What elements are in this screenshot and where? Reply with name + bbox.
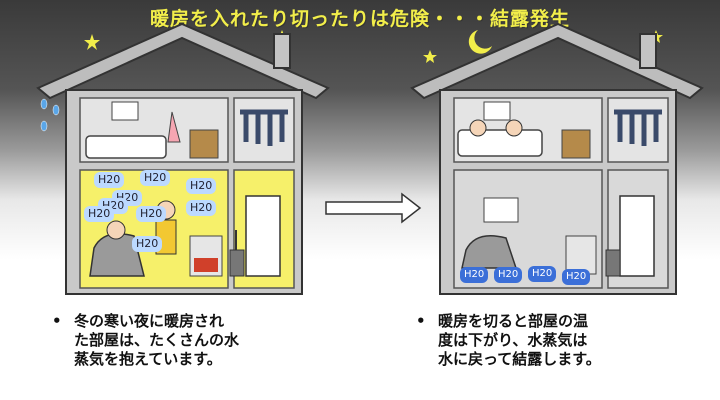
water-vapor-bubble: H20 xyxy=(84,206,115,222)
condensation-bubble: H20 xyxy=(528,266,557,282)
condensation-bubble: H20 xyxy=(494,267,523,283)
caption-line: 冬の寒い夜に暖房され xyxy=(74,312,225,330)
bullet: • xyxy=(416,312,426,330)
left-house xyxy=(36,22,330,295)
caption-line: 度は下がり、水蒸気は xyxy=(438,331,588,349)
moon-icon xyxy=(468,30,492,54)
water-vapor-bubble: H20 xyxy=(132,236,163,252)
diagram-title: 暖房を入れたり切ったりは危険・・・結露発生 xyxy=(149,8,570,30)
right-caption: • 暖房を切ると部屋の温 度は下がり、水蒸気は 水に戻って結露します。 xyxy=(416,312,696,372)
condensation-bubble: H20 xyxy=(460,267,489,283)
condensation-bubble: H20 xyxy=(562,269,591,285)
water-drop-icon xyxy=(40,98,60,132)
caption-line: 水に戻って結露します。 xyxy=(438,350,601,368)
water-vapor-bubble: H20 xyxy=(136,206,167,222)
caption-line: 暖房を切ると部屋の温 xyxy=(438,312,589,330)
caption-line: 蒸気を抱えています。 xyxy=(74,350,222,368)
bullet: • xyxy=(52,312,62,330)
caption-line: た部屋は、たくさんの水 xyxy=(74,331,240,349)
left-caption: • 冬の寒い夜に暖房され た部屋は、たくさんの水 蒸気を抱えています。 xyxy=(52,312,332,372)
water-vapor-bubble: H20 xyxy=(94,172,125,188)
water-vapor-bubble: H20 xyxy=(186,178,217,194)
right-house xyxy=(410,22,704,295)
arrow-icon xyxy=(325,192,422,224)
water-vapor-bubble: H20 xyxy=(186,200,217,216)
water-vapor-bubble: H20 xyxy=(140,170,171,186)
